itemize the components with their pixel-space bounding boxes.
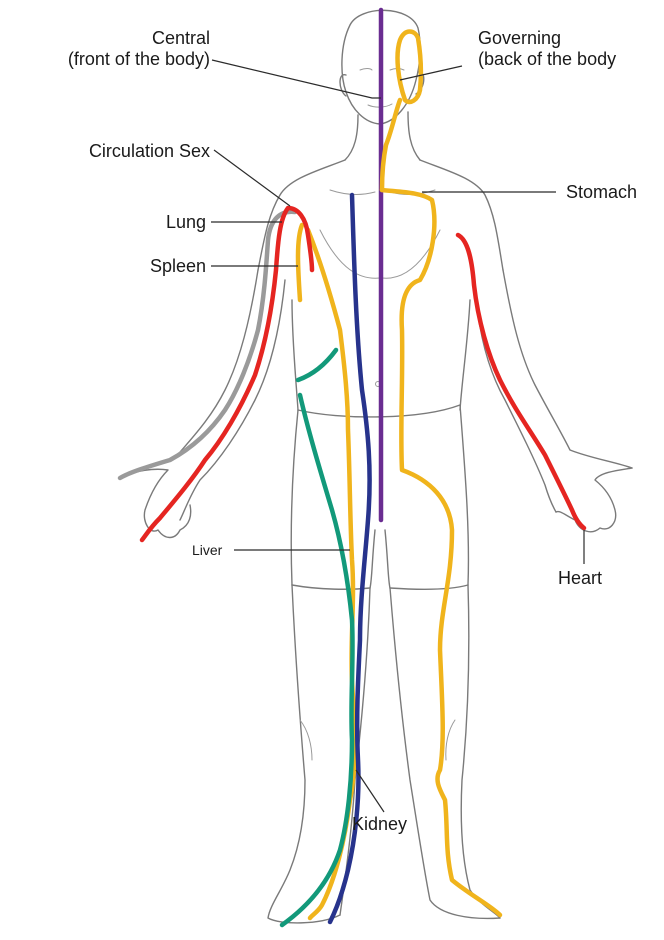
stomach-meridian-line (382, 190, 500, 915)
circulation-sex-label: Circulation Sex (10, 141, 210, 162)
governing-label-line2: (back of the body (478, 49, 616, 70)
stomach-label: Stomach (566, 182, 637, 203)
heart-label: Heart (558, 568, 602, 589)
liver-meridian-line (282, 350, 353, 925)
spleen-label: Spleen (100, 256, 206, 277)
lung-label: Lung (100, 212, 206, 233)
governing-leader-line (400, 66, 462, 80)
leader-lines (211, 60, 584, 812)
heart-meridian-line (458, 235, 584, 528)
governing-label-line1: Governing (478, 28, 616, 49)
central-label-line1: Central (10, 28, 210, 49)
central-label-line2: (front of the body) (10, 49, 210, 70)
circulation-sex-leader-line (214, 150, 290, 206)
kidney-label: Kidney (352, 814, 407, 835)
central-label: Central (front of the body) (10, 28, 210, 70)
central-leader-line (212, 60, 381, 98)
liver-label: Liver (192, 540, 222, 561)
lung-meridian-line (120, 212, 295, 478)
governing-label: Governing (back of the body (478, 28, 616, 70)
